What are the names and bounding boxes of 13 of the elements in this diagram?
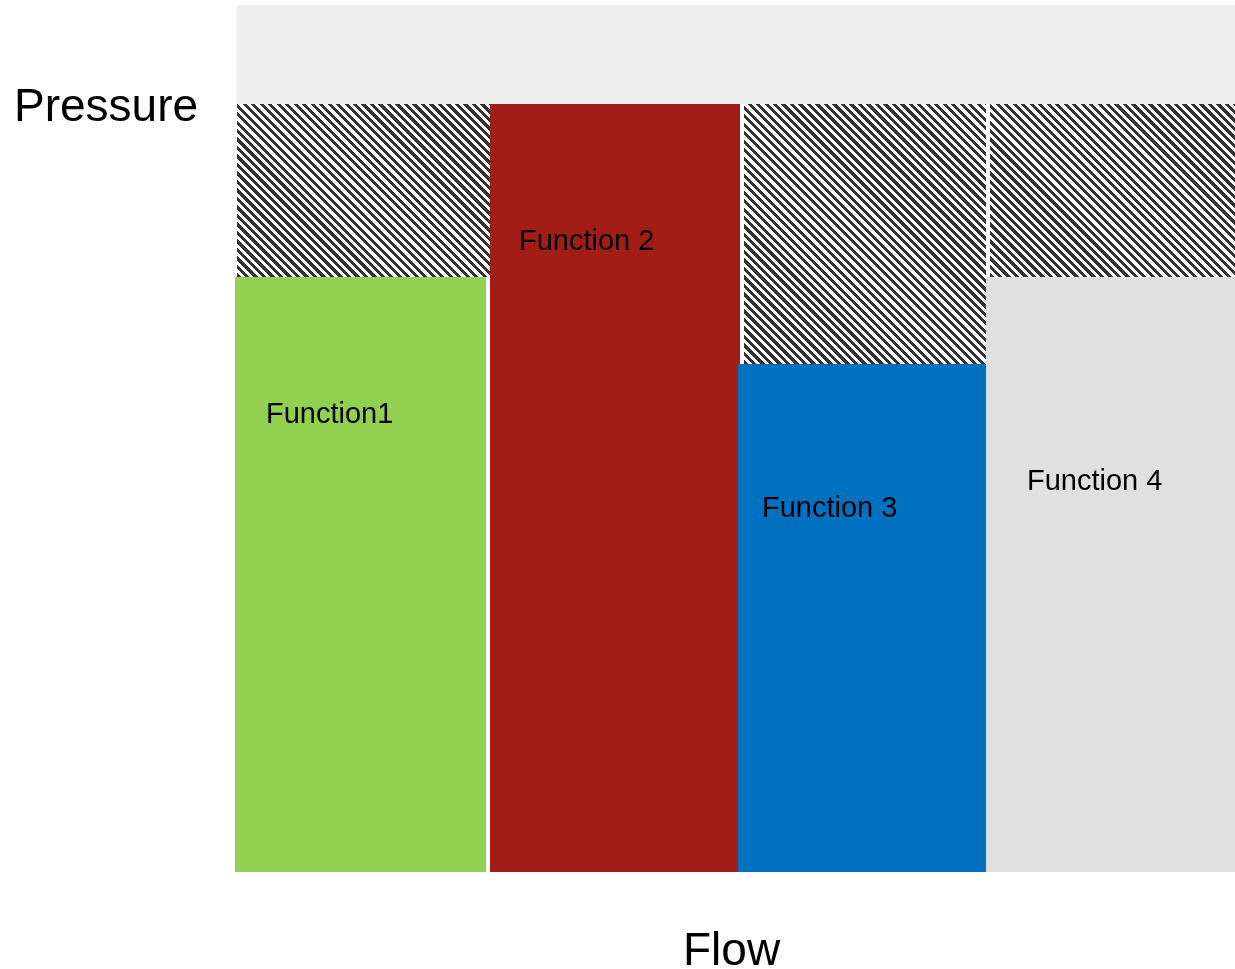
function-bar bbox=[490, 104, 740, 872]
bar-label: Function 3 bbox=[762, 493, 898, 522]
axis-label: Flow bbox=[683, 926, 781, 969]
hatched-area bbox=[237, 104, 490, 277]
hatched-area bbox=[744, 104, 986, 364]
function-bar bbox=[235, 277, 486, 872]
hatched-area bbox=[990, 104, 1235, 277]
function-bar bbox=[986, 277, 1235, 872]
function-bar bbox=[738, 364, 986, 872]
bar-label: Function1 bbox=[266, 399, 394, 428]
bar-label: Function 4 bbox=[1027, 466, 1163, 495]
bar-label: Function 2 bbox=[519, 226, 655, 255]
axis-label: Pressure bbox=[14, 82, 199, 128]
